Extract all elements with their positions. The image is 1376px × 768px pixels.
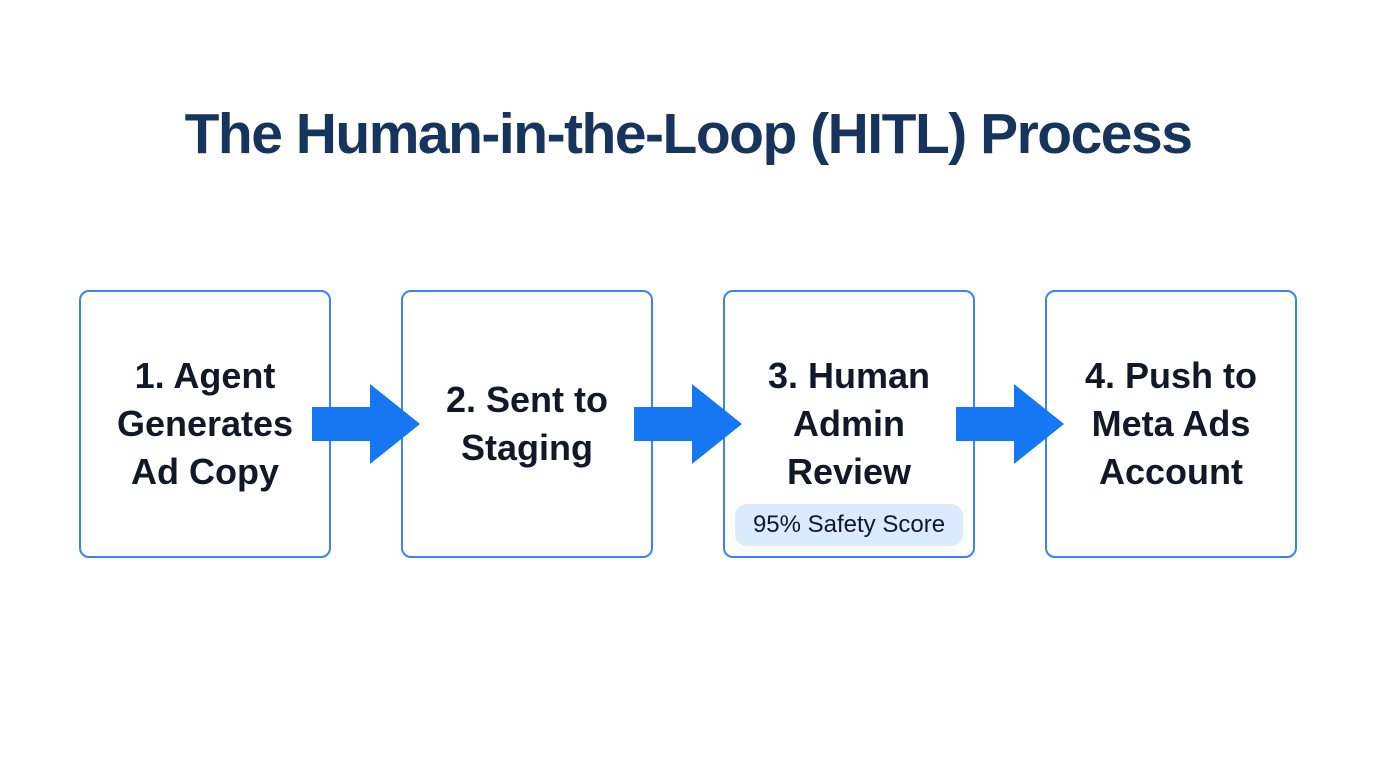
step-label: 4. Push to Meta Ads Account bbox=[1084, 355, 1258, 492]
arrow-head bbox=[370, 384, 420, 464]
arrow-right-icon bbox=[634, 384, 742, 464]
arrow-head bbox=[1014, 384, 1064, 464]
step-label: 2. Sent to Staging bbox=[445, 379, 609, 468]
process-flow-diagram: 1. Agent Generates Ad Copy 2. Sent to St… bbox=[79, 290, 1297, 558]
arrow-head bbox=[692, 384, 742, 464]
arrow-shaft bbox=[312, 407, 370, 441]
arrow-shaft bbox=[956, 407, 1014, 441]
step-label: 3. Human Admin Review bbox=[767, 355, 931, 492]
step-box-agent-generates-ad-copy: 1. Agent Generates Ad Copy bbox=[79, 290, 331, 558]
arrow-shaft bbox=[634, 407, 692, 441]
arrow-right-icon bbox=[312, 384, 420, 464]
safety-score-badge: 95% Safety Score bbox=[735, 504, 963, 546]
step-label: 1. Agent Generates Ad Copy bbox=[116, 355, 294, 492]
step-box-human-admin-review: 3. Human Admin Review 95% Safety Score bbox=[723, 290, 975, 558]
arrow-right-icon bbox=[956, 384, 1064, 464]
step-box-sent-to-staging: 2. Sent to Staging bbox=[401, 290, 653, 558]
step-box-push-to-meta-ads: 4. Push to Meta Ads Account bbox=[1045, 290, 1297, 558]
page-title: The Human-in-the-Loop (HITL) Process bbox=[184, 102, 1193, 166]
